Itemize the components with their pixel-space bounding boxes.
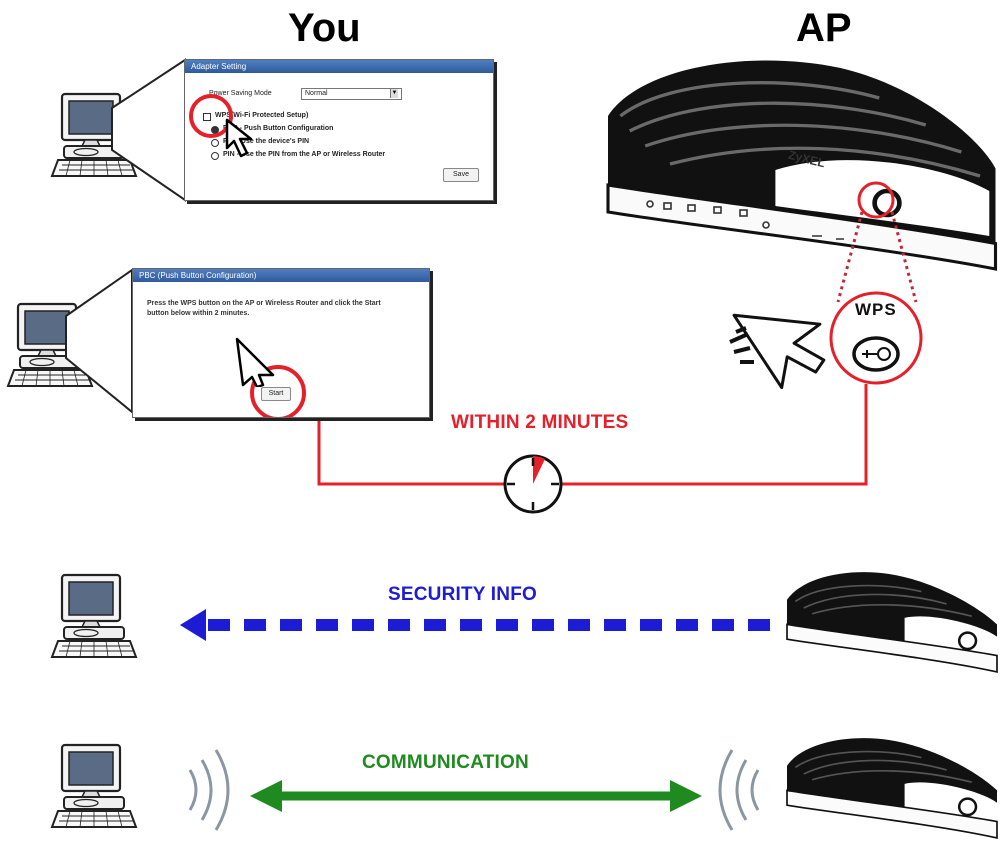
router-illustration [606,60,998,271]
wps-zoom-label: WPS [855,300,897,319]
pbc-label: PBC - Push Button Configuration [223,125,334,132]
router-port-icons [646,200,844,240]
pin2-label: PIN - Use the PIN from the AP or Wireles… [223,151,386,158]
pointer-cursor-icon [729,313,826,390]
save-button[interactable]: Save [443,168,479,182]
power-mode-select[interactable]: Normal [301,88,402,100]
router-illustration [785,736,999,840]
security-info-arrowhead [180,609,206,641]
window-title: PBC (Push Button Configuration) [133,269,429,282]
pbc-screen: PBC (Push Button Configuration) Press th… [132,268,430,418]
power-mode-label: Power Saving Mode [209,90,272,97]
wps-checkbox-highlight [189,94,233,138]
adapter-setting-screen: Adapter Setting Power Saving Mode Normal… [184,59,494,201]
zoom-callout [65,268,133,415]
heading-you: You [288,6,361,50]
zoom-lines [836,211,918,303]
start-button-highlight [250,365,306,417]
computer-icon [50,743,138,829]
pbc-instruction: Press the WPS button on the AP or Wirele… [147,300,381,317]
heading-ap: AP [796,6,852,50]
pin-label: PIN - Use the device's PIN [223,138,310,145]
within-2-minutes-label: WITHIN 2 MINUTES [451,412,629,433]
chevron-down-icon: ▼ [390,89,398,98]
stopwatch-icon [503,454,563,514]
wps-label: WPS(Wi-Fi Protected Setup) [215,112,309,119]
security-info-label: SECURITY INFO [388,584,537,605]
communication-label: COMMUNICATION [362,752,529,773]
wireless-signal-icon [718,749,760,831]
pin-radio[interactable] [211,139,219,147]
cursor-icon [225,118,253,158]
timer-connector-line [317,384,868,486]
cursor-icon [235,337,275,387]
pin2-radio[interactable] [211,152,219,160]
window-title: Adapter Setting [185,60,493,73]
zoom-callout [111,58,186,202]
computer-icon [50,573,138,659]
wps-button-highlight [857,181,895,219]
router-illustration [785,570,999,674]
wireless-signal-icon [188,749,230,831]
